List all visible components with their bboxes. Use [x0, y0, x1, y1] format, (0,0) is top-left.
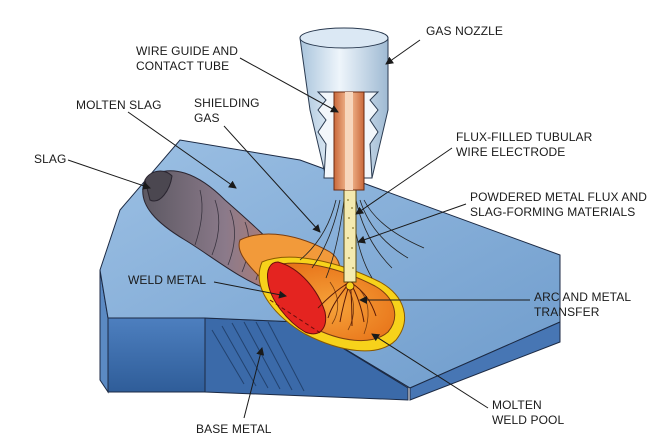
leader-molten-slag [127, 111, 237, 189]
label-shielding-gas: SHIELDING GAS [194, 96, 260, 125]
leader-molten-pool [371, 333, 489, 409]
label-gas-nozzle: GAS NOZZLE [426, 24, 504, 38]
weld-metal-section [267, 261, 327, 335]
label-flux-filled: FLUX-FILLED TUBULAR WIRE ELECTRODE [456, 130, 593, 159]
leader-wire-guide [239, 57, 339, 113]
leader-base-metal [243, 347, 265, 419]
label-wire-guide: WIRE GUIDE AND CONTACT TUBE [136, 44, 239, 73]
label-weld-metal: WELD METAL [128, 273, 207, 287]
leader-flux-filled [355, 147, 453, 215]
leader-lines [67, 39, 530, 419]
flux-cored-wire-electrode [343, 189, 357, 283]
slag-end-cap [144, 170, 173, 202]
weld-metal-fusion-line [269, 299, 323, 335]
contact-tube-bore [345, 92, 353, 190]
leader-powdered-metal [357, 203, 467, 244]
base-metal-right-side [409, 321, 561, 401]
label-molten-pool: MOLTEN WELD POOL [492, 398, 565, 427]
label-slag: SLAG [34, 152, 67, 166]
label-molten-slag: MOLTEN SLAG [76, 98, 162, 112]
metal-droplet [345, 281, 355, 291]
bevel-hatching [211, 321, 305, 392]
label-powdered-metal: POWDERED METAL FLUX AND SLAG-FORMING MAT… [470, 190, 647, 219]
leader-weld-metal [213, 281, 287, 299]
base-metal-front-face [107, 317, 206, 393]
wire-flux-speckle [347, 199, 354, 269]
leader-slag [67, 159, 151, 190]
leader-gas-nozzle [385, 39, 421, 65]
label-base-metal: BASE METAL [196, 422, 272, 436]
gas-nozzle-top [299, 27, 389, 49]
label-arc-transfer: ARC AND METAL TRANSFER [534, 290, 632, 319]
leader-shielding-gas [223, 125, 321, 233]
